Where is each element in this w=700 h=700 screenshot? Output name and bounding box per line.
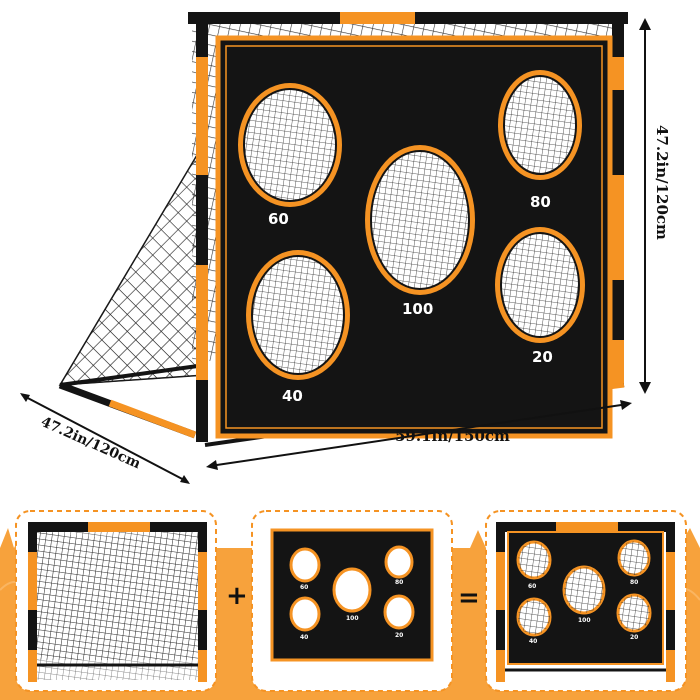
plus-symbol: + bbox=[226, 581, 248, 611]
panel-goal-only bbox=[15, 510, 217, 692]
panel3-score-40: 40 bbox=[529, 638, 537, 645]
target-hole-80 bbox=[498, 70, 582, 180]
panel2-score-40: 40 bbox=[300, 634, 308, 641]
panel2-score-100: 100 bbox=[346, 615, 359, 622]
target-hole-20 bbox=[495, 227, 585, 343]
panel3-score-80: 80 bbox=[630, 579, 638, 586]
main-goal: 60 100 80 bbox=[58, 12, 628, 447]
score-label-80: 80 bbox=[530, 193, 551, 211]
panel3-score-20: 20 bbox=[630, 634, 638, 641]
depth-dimension: 47.2in/120cm bbox=[20, 393, 190, 484]
equals-symbol: = bbox=[458, 583, 480, 613]
panel3-score-100: 100 bbox=[578, 617, 591, 624]
score-label-20: 20 bbox=[532, 348, 553, 366]
score-label-60: 60 bbox=[268, 210, 289, 228]
target-hole-100 bbox=[365, 145, 475, 295]
target-hole-40 bbox=[246, 250, 350, 380]
panel2-score-60: 60 bbox=[300, 584, 308, 591]
target-hole-60 bbox=[238, 83, 342, 207]
side-net bbox=[58, 147, 206, 386]
target-sheet: 60 100 80 bbox=[215, 35, 613, 439]
height-label: 47.2in/120cm bbox=[653, 125, 671, 240]
panel-target-only: 60 100 80 40 20 bbox=[251, 510, 453, 692]
panel2-score-80: 80 bbox=[395, 579, 403, 586]
score-label-40: 40 bbox=[282, 387, 303, 405]
width-label: 59.1in/150cm bbox=[395, 427, 510, 445]
panel3-score-60: 60 bbox=[528, 583, 536, 590]
width-dimension: 59.1in/150cm bbox=[206, 400, 632, 470]
height-dimension: 47.2in/120cm bbox=[639, 18, 671, 394]
score-label-100: 100 bbox=[402, 300, 433, 318]
depth-label: 47.2in/120cm bbox=[38, 414, 143, 472]
panel-combined: 60 100 80 40 20 bbox=[485, 510, 687, 692]
panel2-score-20: 20 bbox=[395, 632, 403, 639]
